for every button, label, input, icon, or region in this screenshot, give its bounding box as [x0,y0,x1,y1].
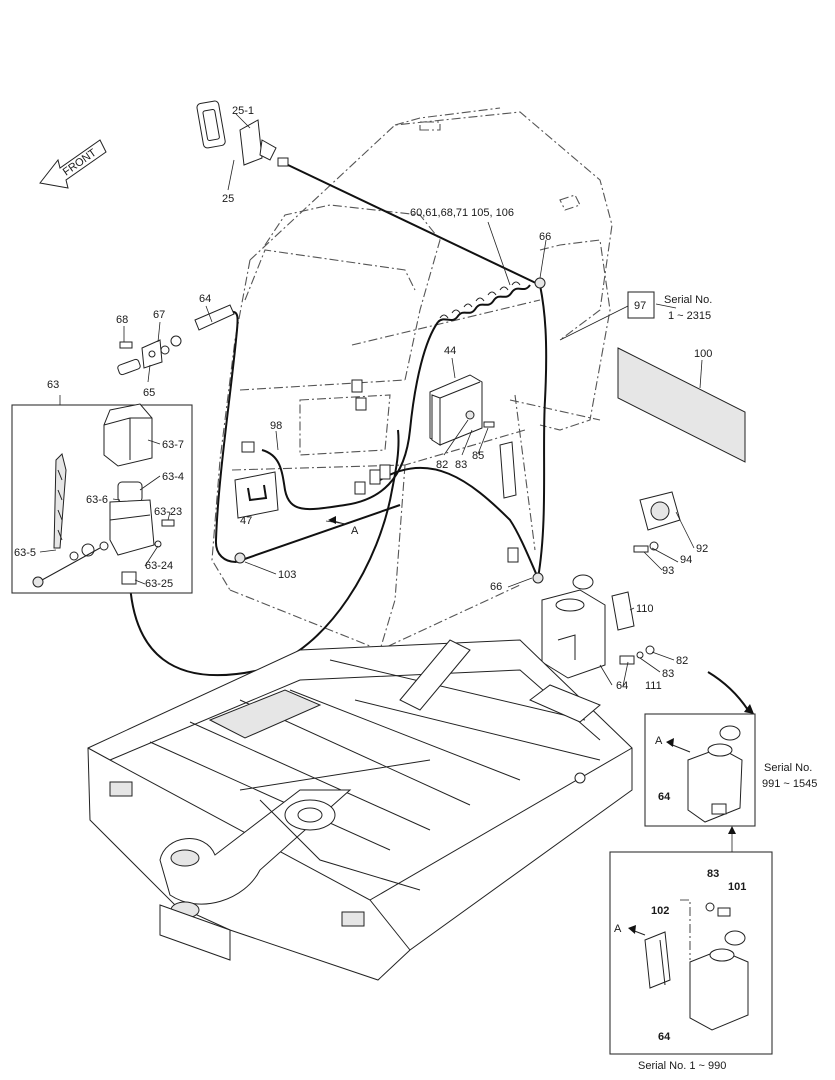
callout-82b: 82 [676,655,688,667]
svg-text:64: 64 [658,791,671,803]
callout-25-1: 25-1 [232,105,254,117]
callout-47: 47 [240,515,252,527]
grille-92 [633,491,681,553]
svg-text:A: A [655,735,663,747]
callout-98: 98 [270,420,282,432]
harness-left-upper [261,321,439,511]
harness-wiper [129,429,400,677]
ref-box-97 [627,291,655,319]
callout-64-top: 64 [199,293,211,305]
callout-25: 25 [222,193,234,205]
callout-63-25: 63-25 [145,578,173,590]
callout-92: 92 [696,543,708,555]
coiled-harness [437,281,531,323]
inset-bottom-frame [609,851,773,1055]
harness-washer [379,466,539,579]
fasteners-65-68 [117,335,182,376]
callout-83b: 83 [662,668,674,680]
svg-text:102: 102 [651,905,669,917]
callout-labels: 25-1 25 60,61,68,71 105, 106 66 64 68 67… [14,105,712,692]
bracket-110 [611,591,635,631]
svg-text:101: 101 [728,881,746,893]
callout-63-7: 63-7 [162,439,184,451]
sticker-47 [234,471,279,519]
callout-60: 60,61,68,71 105, 106 [410,207,514,219]
base-frame [87,639,633,981]
callout-110: 110 [636,603,654,615]
lamp-wire [287,164,541,286]
leader-lines [39,113,703,687]
serial-mid-line1: Serial No. [764,762,812,774]
bracket-85 [499,441,517,499]
callout-63-23: 63-23 [154,506,182,518]
serial-top-line2: 1 ~ 2315 [668,310,711,322]
wiper-inset-frame [11,404,193,594]
svg-text:64: 64 [658,1031,671,1043]
serial-bottom: Serial No. 1 ~ 990 [638,1060,726,1072]
wiper-assembly [32,403,175,588]
callout-A: A [351,525,359,537]
callout-94: 94 [680,554,692,566]
inset-bottom-tank [628,899,749,1031]
serial-top-line1: Serial No. [664,294,712,306]
connectors [234,277,546,584]
washer-tank-64 [541,574,606,679]
callout-63-4: 63-4 [162,471,184,483]
serial-mid-line2: 991 ~ 1545 [762,778,817,790]
callout-44: 44 [444,345,456,357]
lamp-assembly [196,100,289,167]
callout-111: 111 [645,680,662,692]
callout-82: 82 [436,459,448,471]
callout-63-6: 63-6 [86,494,108,506]
svg-text:A: A [614,923,622,935]
hose-64 [199,310,239,563]
callout-83: 83 [455,459,467,471]
view-arrow-A [328,516,346,525]
harness-lower [235,504,401,563]
serial-notes: Serial No. 1 ~ 2315 Serial No. 991 ~ 154… [638,294,817,1072]
curve-arrow [707,671,749,711]
cab-outline [211,107,613,651]
callout-103: 103 [278,569,296,581]
inset-mid-tank [666,725,743,823]
callout-100: 100 [694,348,712,360]
svg-text:83: 83 [707,868,719,880]
callout-64-tank: 64 [616,680,628,692]
callout-67: 67 [153,309,165,321]
callout-63-24: 63-24 [145,560,173,572]
svg-text:97: 97 [634,300,646,312]
callout-66-top: 66 [539,231,551,243]
relay-box-44 [429,374,495,446]
front-label: FRONT [61,147,99,179]
callout-68: 68 [116,314,128,326]
callout-65: 65 [143,387,155,399]
front-arrow-icon: FRONT [39,139,107,189]
callout-66-bottom: 66 [490,581,502,593]
callout-93: 93 [662,565,674,577]
callout-85: 85 [472,450,484,462]
panel-100 [617,347,746,463]
harness-right [537,284,548,579]
callout-63-5: 63-5 [14,547,36,559]
callout-63: 63 [47,379,59,391]
